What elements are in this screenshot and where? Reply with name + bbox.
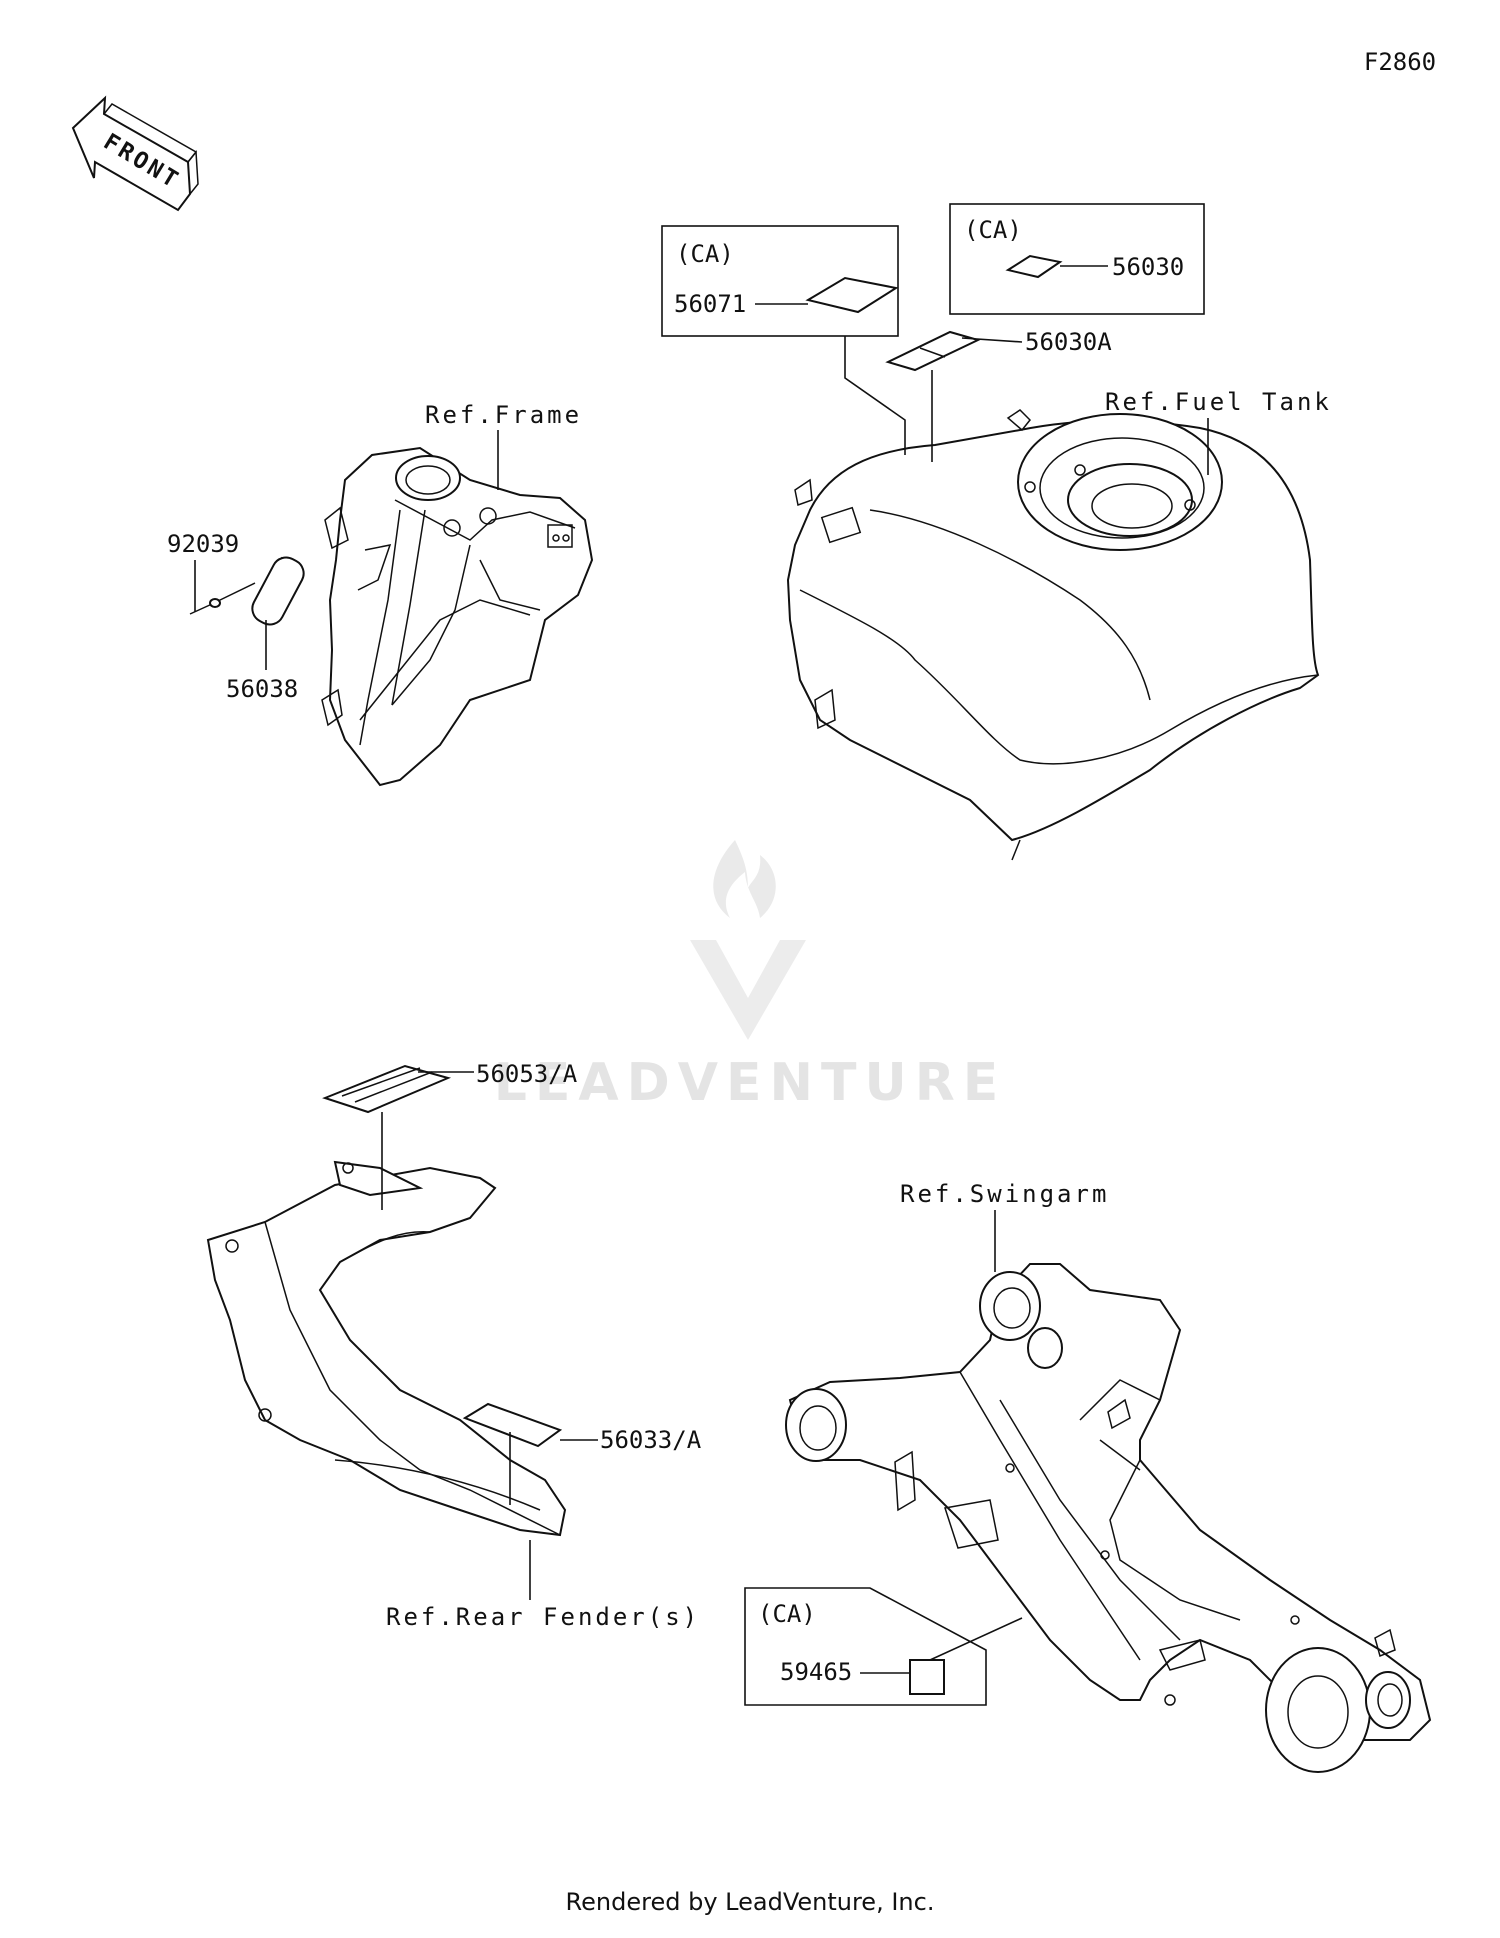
callout-59465-box: (CA) 59465 — [744, 1587, 1023, 1706]
callout-56038-label: 56038 — [226, 675, 298, 703]
figure-code: F2860 — [1364, 48, 1436, 76]
rear-fender-drawing — [206, 1160, 567, 1537]
callout-59465-label: 59465 — [780, 1658, 852, 1686]
callout-59465-part — [909, 1659, 945, 1695]
callout-56030A-part — [885, 330, 981, 372]
ref-rear-fender-label: Ref.Rear Fender(s) — [386, 1603, 700, 1631]
ref-fuel-tank-label: Ref.Fuel Tank — [1105, 388, 1332, 416]
callout-56053A: 56053/A — [322, 1060, 578, 1210]
callout-56033A: 56033/A — [462, 1402, 702, 1505]
callout-56030-region: (CA) — [964, 216, 1022, 244]
callout-56053A-label: 56053/A — [476, 1060, 578, 1088]
footer-credit: Rendered by LeadVenture, Inc. — [565, 1888, 935, 1916]
callout-56038-part — [251, 556, 305, 626]
front-direction-arrow-icon: FRONT — [71, 95, 199, 212]
callout-56030-part — [1005, 254, 1063, 279]
watermark-text: LEADVENTURE — [494, 1053, 1007, 1113]
callout-56071-part — [805, 276, 899, 314]
fuel-tank-drawing — [786, 409, 1320, 861]
callout-56071-box: (CA) 56071 — [661, 225, 906, 455]
callout-59465-region: (CA) — [758, 1600, 816, 1628]
callout-56030A-label: 56030A — [1025, 328, 1112, 356]
ref-frame-label: Ref.Frame — [425, 401, 582, 429]
callout-56033A-part — [462, 1402, 563, 1448]
callout-92039-label: 92039 — [167, 530, 239, 558]
swingarm-drawing — [785, 1263, 1432, 1773]
callout-56030A: 56030A — [885, 328, 1112, 462]
frame-drawing — [321, 446, 594, 787]
callout-56033A-label: 56033/A — [600, 1426, 702, 1454]
callout-56030-label: 56030 — [1112, 253, 1184, 281]
watermark-v-mark — [690, 940, 806, 1040]
watermark: LEADVENTURE — [494, 840, 1007, 1113]
leadventure-flame-logo-icon — [713, 840, 776, 918]
ref-swingarm-label: Ref.Swingarm — [900, 1180, 1109, 1208]
callout-56071-label: 56071 — [674, 290, 746, 318]
callout-92039-part — [189, 582, 256, 615]
callout-56030-box: (CA) 56030 — [949, 203, 1205, 315]
callout-56071-region: (CA) — [676, 240, 734, 268]
